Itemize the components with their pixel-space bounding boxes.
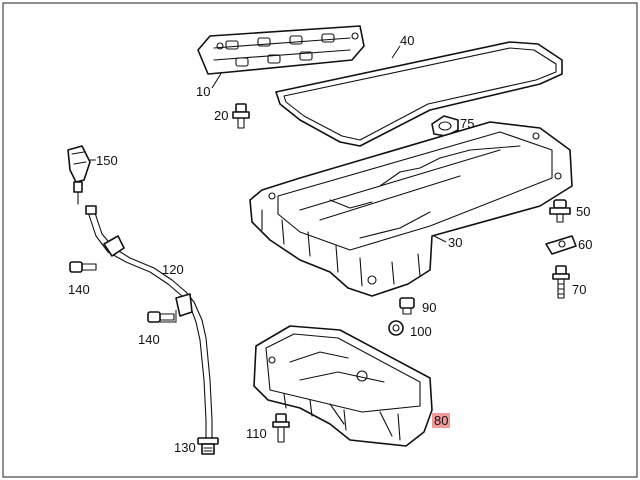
- callout-100: 100: [410, 324, 432, 339]
- part-150-oil-level-sensor[interactable]: [67, 145, 91, 205]
- part-120-dipstick-tube[interactable]: [85, 205, 213, 439]
- part-90-drain-plug[interactable]: [399, 297, 415, 315]
- callout-30: 30: [448, 235, 462, 250]
- callout-140-mid: 140: [138, 332, 160, 347]
- callout-150: 150: [96, 153, 118, 168]
- leader-140-mid: [160, 310, 177, 323]
- leader-10: [211, 71, 223, 89]
- part-20-bolt[interactable]: [232, 103, 250, 129]
- part-50-bolt[interactable]: [549, 199, 571, 223]
- callout-60: 60: [578, 237, 592, 252]
- callout-110: 110: [246, 426, 267, 441]
- callout-90: 90: [422, 300, 436, 315]
- callout-75: 75: [460, 116, 474, 131]
- part-70-bolt[interactable]: [552, 265, 570, 299]
- callout-120: 120: [162, 262, 184, 277]
- part-140-bolt-left[interactable]: [69, 261, 97, 273]
- part-80-lower-oil-pan[interactable]: [253, 325, 433, 447]
- leader-30: [433, 235, 447, 243]
- part-75-grommet[interactable]: [431, 115, 459, 137]
- callout-130: 130: [174, 440, 196, 455]
- part-10-cover-plate[interactable]: [197, 25, 365, 75]
- callout-40: 40: [400, 33, 414, 48]
- callout-80-highlight: [432, 413, 450, 428]
- callout-80: 80: [434, 413, 448, 428]
- callout-70: 70: [572, 282, 586, 297]
- part-110-bolt[interactable]: [272, 413, 290, 443]
- part-140-bolt-mid[interactable]: [147, 311, 175, 323]
- callout-10: 10: [196, 84, 210, 99]
- callout-50: 50: [576, 204, 590, 219]
- part-40-gasket[interactable]: [275, 41, 563, 147]
- part-100-seal-ring[interactable]: [388, 320, 404, 336]
- part-130-plug[interactable]: [197, 437, 219, 455]
- callout-20: 20: [214, 108, 228, 123]
- part-60-washer[interactable]: [545, 235, 577, 255]
- callout-140-left: 140: [68, 282, 90, 297]
- part-30-upper-oil-pan[interactable]: [249, 121, 573, 297]
- leader-40: [391, 45, 401, 59]
